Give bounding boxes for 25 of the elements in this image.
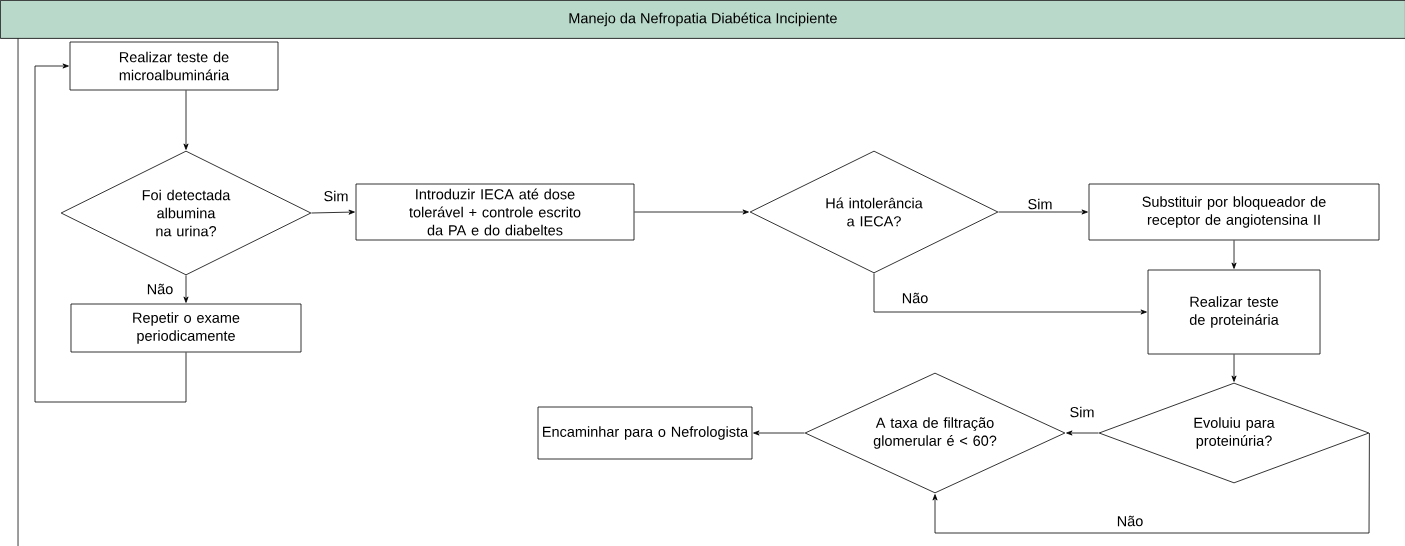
process-box: Repetir o exame periodicamente — [70, 303, 302, 353]
arrow — [1066, 430, 1099, 436]
arrow — [183, 90, 189, 150]
edge-label: Sim — [1068, 405, 1096, 419]
process-box: Substituir por bloqueador de receptor de angiotensina II — [1088, 183, 1380, 241]
process-box: Realizar teste de microalbuminária — [69, 41, 279, 91]
arrow — [183, 275, 189, 303]
arrow — [34, 63, 187, 403]
arrow — [311, 209, 355, 215]
process-box: Introduzir IECA até dose tolerável + controle escrito da PA e do diabeltes — [355, 183, 635, 241]
process-box: Encaminhar para o Nefrologista — [537, 406, 753, 460]
arrow — [932, 432, 1370, 534]
arrow — [1231, 354, 1237, 382]
arrow — [1231, 240, 1237, 269]
edge-label: Não — [900, 291, 930, 305]
arrow — [634, 209, 749, 215]
edge-label: Sim — [322, 189, 350, 203]
process-box: Realizar teste de proteinária — [1147, 269, 1321, 355]
edge-label: Não — [1115, 514, 1145, 528]
edge-label: Não — [145, 282, 175, 296]
title-band: Manejo da Nefropatia Diabética Incipiente — [0, 0, 1405, 39]
arrow — [873, 273, 1147, 315]
arrow — [753, 430, 805, 436]
edge-label: Sim — [1026, 197, 1054, 211]
arrow — [998, 209, 1088, 215]
